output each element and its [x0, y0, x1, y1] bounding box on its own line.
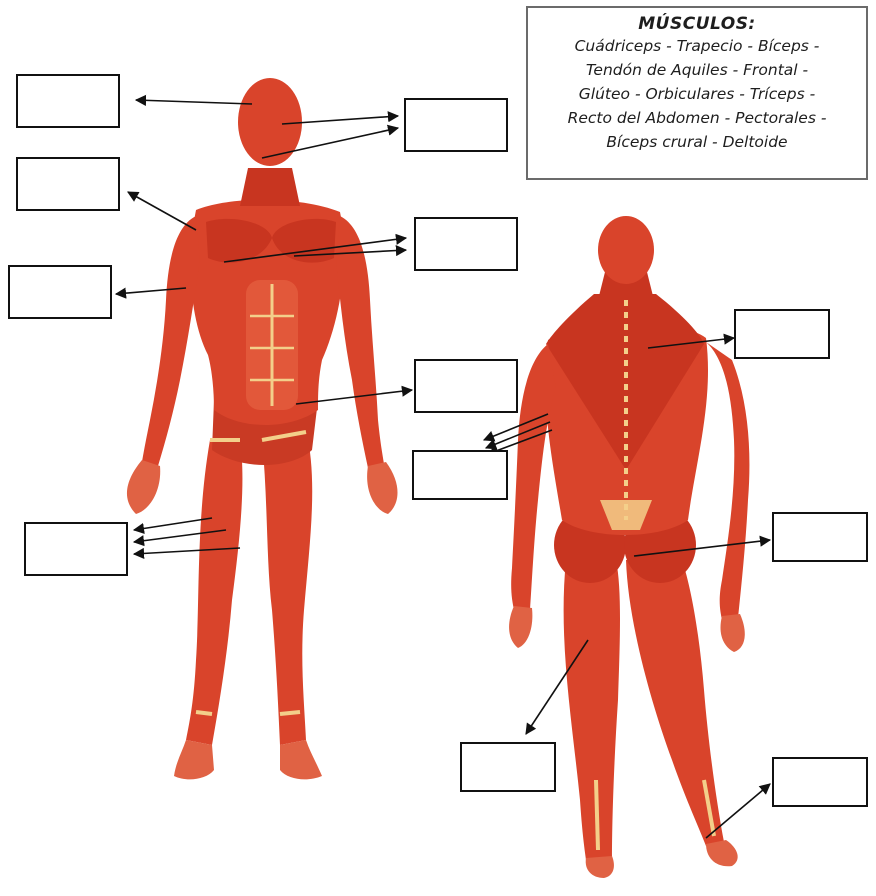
- front-left-leg: [186, 440, 242, 745]
- word-bank-line: Bíceps crural - Deltoide: [528, 130, 866, 154]
- back-right-hand: [721, 614, 745, 652]
- arrow-shoulder-left: [128, 192, 196, 230]
- arrow-thigh-left-1: [134, 518, 212, 530]
- answer-box-front-thigh[interactable]: [24, 522, 128, 576]
- back-head: [598, 216, 654, 284]
- answer-box-front-shoulder[interactable]: [16, 157, 120, 211]
- arrow-head-left: [136, 100, 252, 104]
- front-right-foot: [280, 740, 322, 779]
- word-bank-line: Glúteo - Orbiculares - Tríceps -: [528, 82, 866, 106]
- answer-box-front-head[interactable]: [16, 74, 120, 128]
- answer-box-back-arm[interactable]: [412, 450, 508, 500]
- word-bank-line: Cuádriceps - Trapecio - Bíceps -: [528, 34, 866, 58]
- front-right-leg: [262, 430, 312, 745]
- back-left-leg: [564, 560, 620, 860]
- front-left-foot: [174, 740, 214, 779]
- front-left-hand: [127, 460, 160, 514]
- answer-box-front-face[interactable]: [404, 98, 508, 152]
- answer-box-back-gluteal[interactable]: [772, 512, 868, 562]
- answer-box-back-heel[interactable]: [772, 757, 868, 807]
- answer-box-front-abdomen[interactable]: [414, 359, 518, 413]
- word-bank-title: MÚSCULOS:: [528, 14, 866, 34]
- back-left-hand: [509, 606, 532, 648]
- answer-box-back-thigh[interactable]: [460, 742, 556, 792]
- answer-box-front-chest[interactable]: [414, 217, 518, 271]
- front-left-arm: [142, 216, 200, 466]
- word-bank-line: Recto del Abdomen - Pectorales -: [528, 106, 866, 130]
- back-left-foot: [586, 856, 614, 878]
- word-bank-line: Tendón de Aquiles - Frontal -: [528, 58, 866, 82]
- answer-box-front-arm[interactable]: [8, 265, 112, 319]
- front-head: [238, 78, 302, 166]
- muscle-word-bank: MÚSCULOS: Cuádriceps - Trapecio - Bíceps…: [526, 6, 868, 180]
- front-neck: [240, 168, 300, 206]
- back-right-arm: [706, 342, 749, 620]
- front-right-hand: [367, 462, 397, 514]
- answer-box-back-upper[interactable]: [734, 309, 830, 359]
- back-right-foot: [706, 840, 738, 866]
- front-muscle-figure: [127, 78, 398, 779]
